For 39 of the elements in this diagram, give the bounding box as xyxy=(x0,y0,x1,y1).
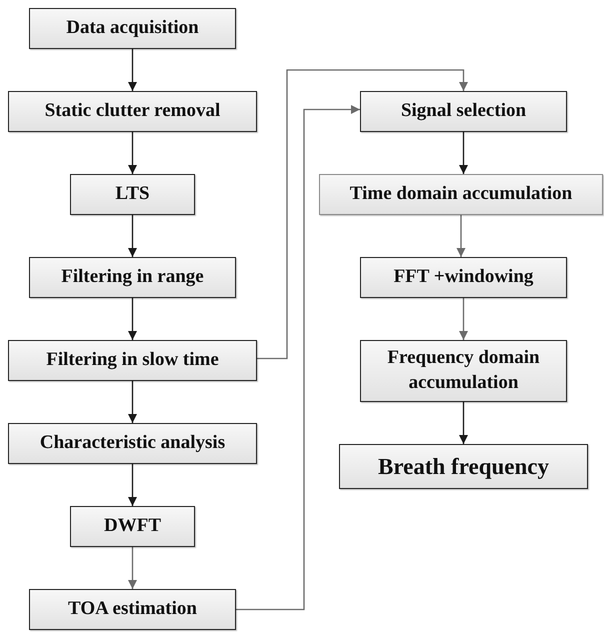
arrow xyxy=(459,132,468,174)
arrow xyxy=(128,215,137,257)
process-box xyxy=(29,589,236,630)
arrow xyxy=(128,381,137,423)
process-box xyxy=(29,8,236,49)
process-box xyxy=(360,257,567,298)
process-box xyxy=(29,257,236,298)
process-box xyxy=(8,91,257,132)
arrow xyxy=(128,464,137,506)
box-label: Characteristic analysis xyxy=(38,431,226,456)
arrow xyxy=(128,547,137,589)
arrow xyxy=(128,132,137,174)
box-label: DWFT xyxy=(103,514,162,538)
arrow xyxy=(128,298,137,340)
process-box xyxy=(8,423,257,464)
process-box xyxy=(319,174,603,215)
process-box xyxy=(339,444,588,489)
process-box xyxy=(70,174,195,215)
process-box xyxy=(70,506,195,547)
box-label: Filtering in slow time xyxy=(45,348,220,372)
arrow xyxy=(459,402,468,444)
arrow xyxy=(459,298,468,340)
box-label: Static clutter removal xyxy=(44,99,222,124)
process-box xyxy=(360,91,567,132)
arrow xyxy=(257,69,468,360)
box-label: Breath frequency xyxy=(377,452,550,481)
process-box xyxy=(8,340,257,381)
arrow xyxy=(236,105,360,610)
box-label: Frequency domain accumulation xyxy=(386,346,541,395)
box-label: Time domain accumulation xyxy=(348,182,574,206)
process-box xyxy=(360,340,567,402)
box-label: Signal selection xyxy=(400,99,528,124)
box-label: Data acquisition xyxy=(65,16,200,40)
arrow xyxy=(456,215,466,257)
box-label: Filtering in range xyxy=(60,265,205,290)
box-label: FFT +windowing xyxy=(392,265,534,290)
box-label: TOA estimation xyxy=(67,597,198,622)
arrow xyxy=(128,49,137,91)
box-label: LTS xyxy=(114,182,151,206)
